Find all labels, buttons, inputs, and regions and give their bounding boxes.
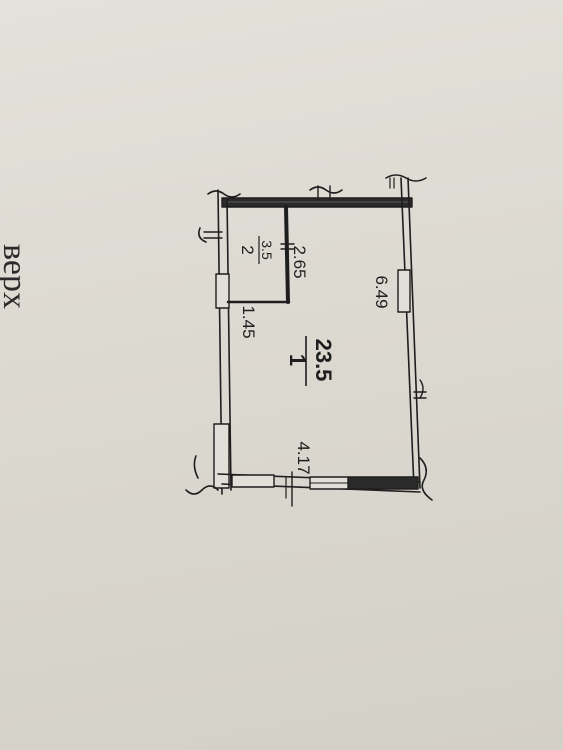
room-2-area: 3.5 bbox=[259, 240, 275, 260]
break-mark-top-right bbox=[385, 174, 427, 182]
room-2-number: 2 bbox=[238, 245, 257, 254]
top-right-ticks bbox=[389, 177, 395, 189]
break-mark-top-mid bbox=[309, 186, 343, 194]
right-window bbox=[397, 269, 411, 313]
side-caption: верх bbox=[0, 244, 33, 309]
left-opening-lower bbox=[213, 423, 230, 489]
dim-room-width: 4.17 bbox=[294, 441, 313, 474]
break-mark-bottom-right bbox=[419, 457, 433, 501]
bottom-opening bbox=[231, 474, 275, 488]
break-mark-left-lower bbox=[193, 455, 199, 479]
bottom-wall-solid bbox=[347, 476, 419, 490]
break-mark-top-left bbox=[207, 190, 241, 198]
right-break bbox=[419, 379, 424, 399]
bath-partition-vertical bbox=[284, 205, 290, 304]
right-wall-outer bbox=[400, 177, 415, 489]
dim-bath-length: 2.65 bbox=[290, 245, 309, 278]
room-1-area: 23.5 bbox=[311, 339, 336, 382]
dim-bath-width: 1.45 bbox=[239, 305, 258, 338]
left-opening-upper bbox=[215, 273, 230, 309]
left-wall-inner bbox=[226, 197, 232, 491]
break-mark-left bbox=[198, 227, 207, 243]
room-1-number: 1 bbox=[285, 354, 310, 366]
dim-room-length: 6.49 bbox=[372, 275, 391, 308]
walls bbox=[185, 174, 433, 507]
left-ticks bbox=[203, 231, 223, 239]
right-wall-inner bbox=[407, 177, 421, 489]
top-mid-ticks bbox=[317, 185, 331, 201]
break-mark-bottom-left bbox=[185, 485, 219, 495]
